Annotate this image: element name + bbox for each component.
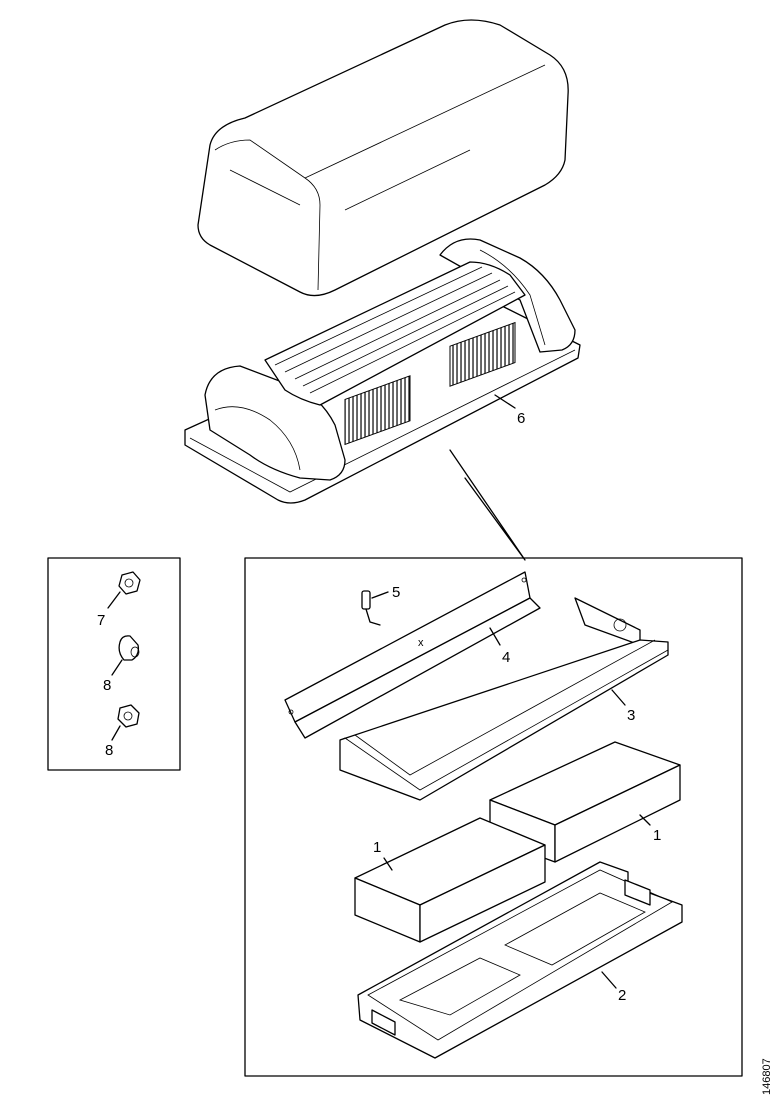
housing-cover <box>197 19 569 297</box>
callout-6: 6 <box>517 410 525 427</box>
filter-element-1-left <box>354 817 546 943</box>
bottom-tray-2 <box>357 861 683 1059</box>
bushing-8-top <box>111 635 140 676</box>
filter-holder-3 <box>339 597 669 801</box>
callout-4: 4 <box>502 649 510 666</box>
reference-code: 146807 <box>761 1058 773 1095</box>
fastener-detail-box <box>47 557 181 771</box>
filter-detail-box: x 5 4 3 1 1 <box>244 557 743 1077</box>
callout-7: 7 <box>97 612 105 629</box>
callout-1-left: 1 <box>373 839 381 856</box>
callout-8-top: 8 <box>103 677 111 694</box>
callout-1-right: 1 <box>653 827 661 844</box>
housing-base-assembly <box>184 238 581 504</box>
detail-pointer <box>449 449 526 561</box>
svg-text:x: x <box>418 637 424 649</box>
callout-3: 3 <box>627 707 635 724</box>
nut-8-bottom <box>111 704 140 741</box>
callout-8-bottom: 8 <box>105 742 113 759</box>
angle-bracket-4: x <box>284 571 541 739</box>
callout-5: 5 <box>392 584 400 601</box>
callout-2: 2 <box>618 987 626 1004</box>
nut-7 <box>107 571 141 609</box>
clip-5 <box>361 590 389 626</box>
